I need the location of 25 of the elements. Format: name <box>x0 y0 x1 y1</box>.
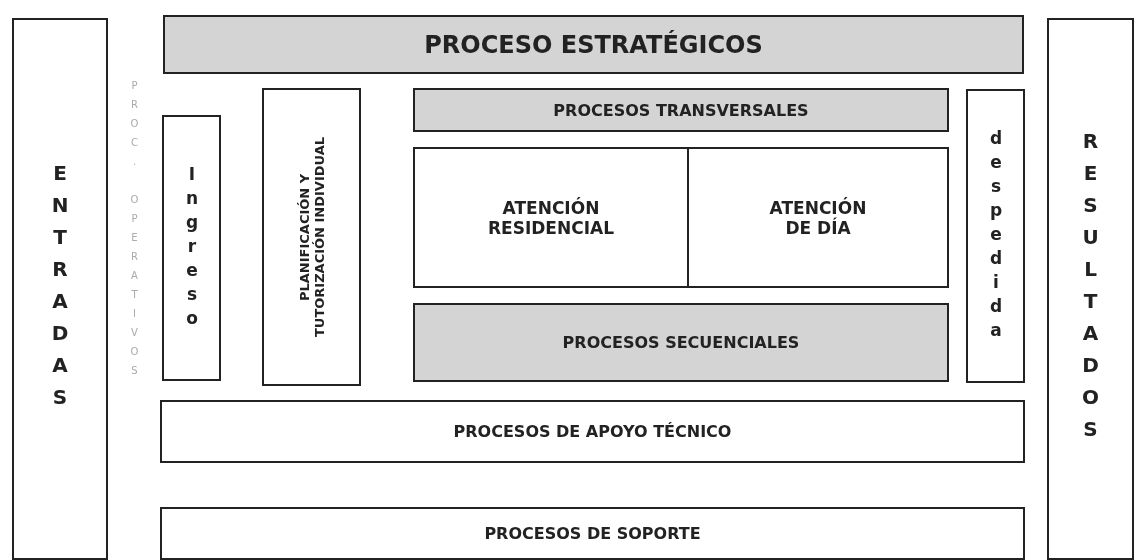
output-column <box>1047 18 1134 560</box>
process-box <box>966 89 1025 383</box>
process-label: PROCESOS TRANSVERSALES <box>553 100 809 120</box>
process-label: ENTRADAS <box>50 161 70 417</box>
process-box <box>162 115 221 381</box>
process-label: PROCESO ESTRATÉGICOS <box>424 30 763 59</box>
process-bar <box>160 507 1025 560</box>
process-label: RESULTADOS <box>1080 129 1101 449</box>
process-bar <box>413 303 949 382</box>
process-box <box>262 88 361 386</box>
process-label: ATENCIÓN DE DÍA <box>768 197 868 238</box>
process-label: ATENCIÓN RESIDENCIAL <box>487 197 615 238</box>
process-label: PROCESOS DE SOPORTE <box>484 524 701 543</box>
section-label: PROC. OPERATIVOS <box>129 80 139 384</box>
process-label: PLANIFICACIÓN Y TUTORIZACIÓN INDIVIDUAL <box>296 136 327 340</box>
process-box <box>687 147 949 288</box>
process-label: despedida <box>987 128 1004 344</box>
strategic-process-bar <box>163 15 1024 74</box>
input-column <box>12 18 108 560</box>
process-label: Ingreso <box>183 164 200 332</box>
process-bar <box>160 400 1025 463</box>
process-box <box>413 147 689 288</box>
process-bar <box>413 88 949 132</box>
process-label: PROCESOS SECUENCIALES <box>562 333 800 352</box>
process-label: PROCESOS DE APOYO TÉCNICO <box>453 422 732 441</box>
